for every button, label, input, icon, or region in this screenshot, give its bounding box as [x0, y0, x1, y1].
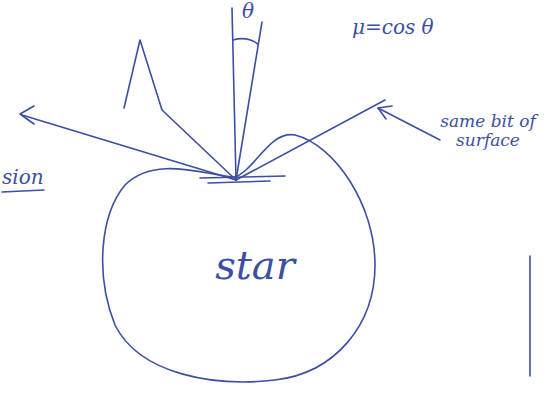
mu-definition: μ=cos θ [352, 16, 434, 38]
surface-note: same bit of surface [440, 112, 536, 149]
star-outline: star [95, 125, 380, 393]
node-text: star [215, 243, 295, 287]
cut-off-word: sion [2, 166, 44, 188]
angle-symbol: θ [242, 0, 254, 22]
